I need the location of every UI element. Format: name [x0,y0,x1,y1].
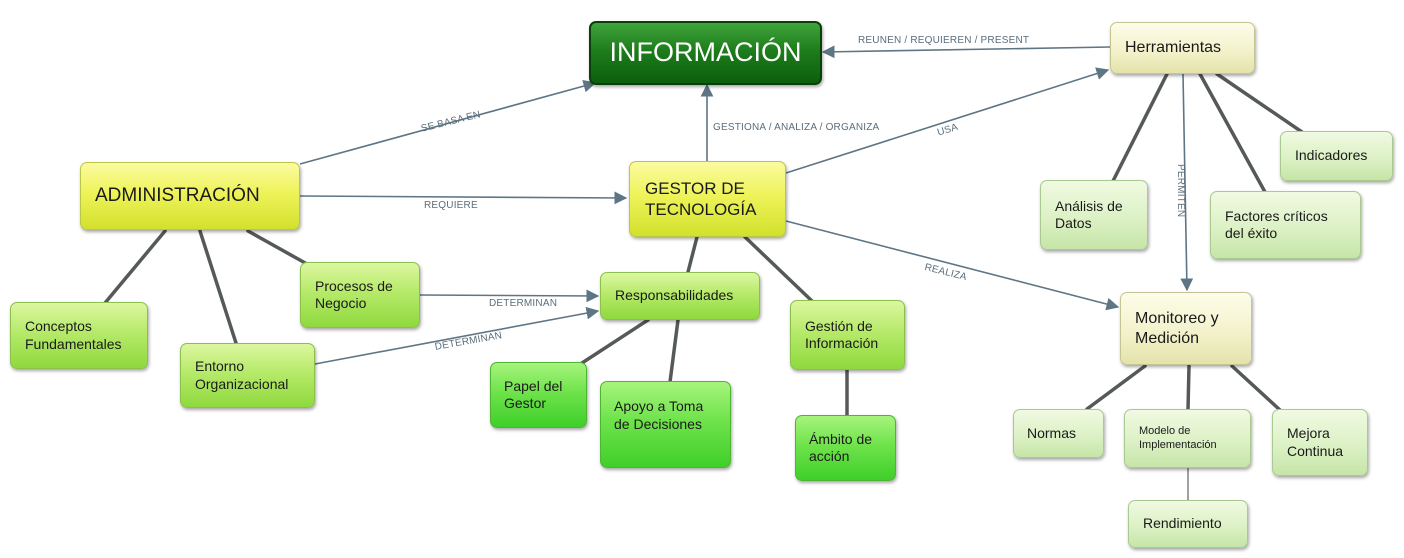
node-monitoreo-medicion[interactable]: Monitoreo y Medición [1120,292,1252,365]
connector-gestor-responsabilidades [686,235,699,274]
node-responsabilidades[interactable]: Responsabilidades [600,272,760,320]
node-rendimiento[interactable]: Rendimiento [1128,500,1248,548]
node-conceptos-fundamentales[interactable]: Conceptos Fundamentales [10,302,148,369]
link-label-permiten: PERMITEN [1175,164,1186,218]
link-label-determinan-1: DETERMINAN [489,298,558,309]
connector-responsabilidades-apoyo [668,318,680,384]
node-administracion[interactable]: ADMINISTRACIÓN [80,162,300,230]
arrow-gestor-herramientas [785,67,1110,174]
connector-monitoreo-mejora [1230,364,1282,412]
node-entorno-organizacional[interactable]: Entorno Organizacional [180,343,315,408]
node-normas[interactable]: Normas [1013,409,1104,458]
node-papel-gestor[interactable]: Papel del Gestor [490,362,587,428]
arrow-entorno-responsabilidades [314,306,600,365]
node-mejora-continua[interactable]: Mejora Continua [1272,409,1368,476]
arrow-gestor-monitoreo [785,220,1120,311]
arrow-herramientas-informacion [821,45,1111,59]
node-gestion-informacion[interactable]: Gestión de Información [790,300,905,370]
connector-administracion-entorno [198,229,238,345]
connector-administracion-conceptos [103,229,167,305]
node-procesos-negocio[interactable]: Procesos de Negocio [300,262,420,328]
link-label-requiere: REQUIERE [424,200,478,211]
connector-monitoreo-normas [1085,364,1147,411]
node-gestor-tecnologia[interactable]: GESTOR DE TECNOLOGÍA [629,161,786,237]
arrow-administracion-gestor [299,191,628,205]
node-ambito-accion[interactable]: Ámbito de acción [795,415,896,481]
connector-gestor-gestion [743,235,814,303]
connector-herramientas-indicadores [1215,72,1304,134]
connector-herramientas-factores [1198,72,1267,194]
connector-herramientas-analisis [1111,72,1169,183]
connector-responsabilidades-papel [580,318,650,365]
node-apoyo-decisiones[interactable]: Apoyo a Toma de Decisiones [600,381,731,468]
node-indicadores[interactable]: Indicadores [1280,131,1393,181]
connector-monitoreo-modelo [1186,364,1191,412]
node-modelo-implementacion[interactable]: Modelo de Implementación [1124,409,1251,468]
link-label-reunen: REUNEN / REQUIEREN / PRESENT [858,35,1030,46]
connector-administracion-procesos [246,229,309,266]
node-factores-criticos[interactable]: Factores críticos del éxito [1210,191,1361,259]
node-analisis-datos[interactable]: Análisis de Datos [1040,180,1148,250]
link-label-gestiona: GESTIONA / ANALIZA / ORGANIZA [713,122,880,133]
arrow-administracion-informacion [299,79,597,165]
arrow-herramientas-monitoreo [1180,73,1194,292]
node-herramientas[interactable]: Herramientas [1110,22,1255,74]
node-informacion[interactable]: INFORMACIÓN [589,21,822,85]
arrow-procesos-responsabilidades [419,289,600,303]
